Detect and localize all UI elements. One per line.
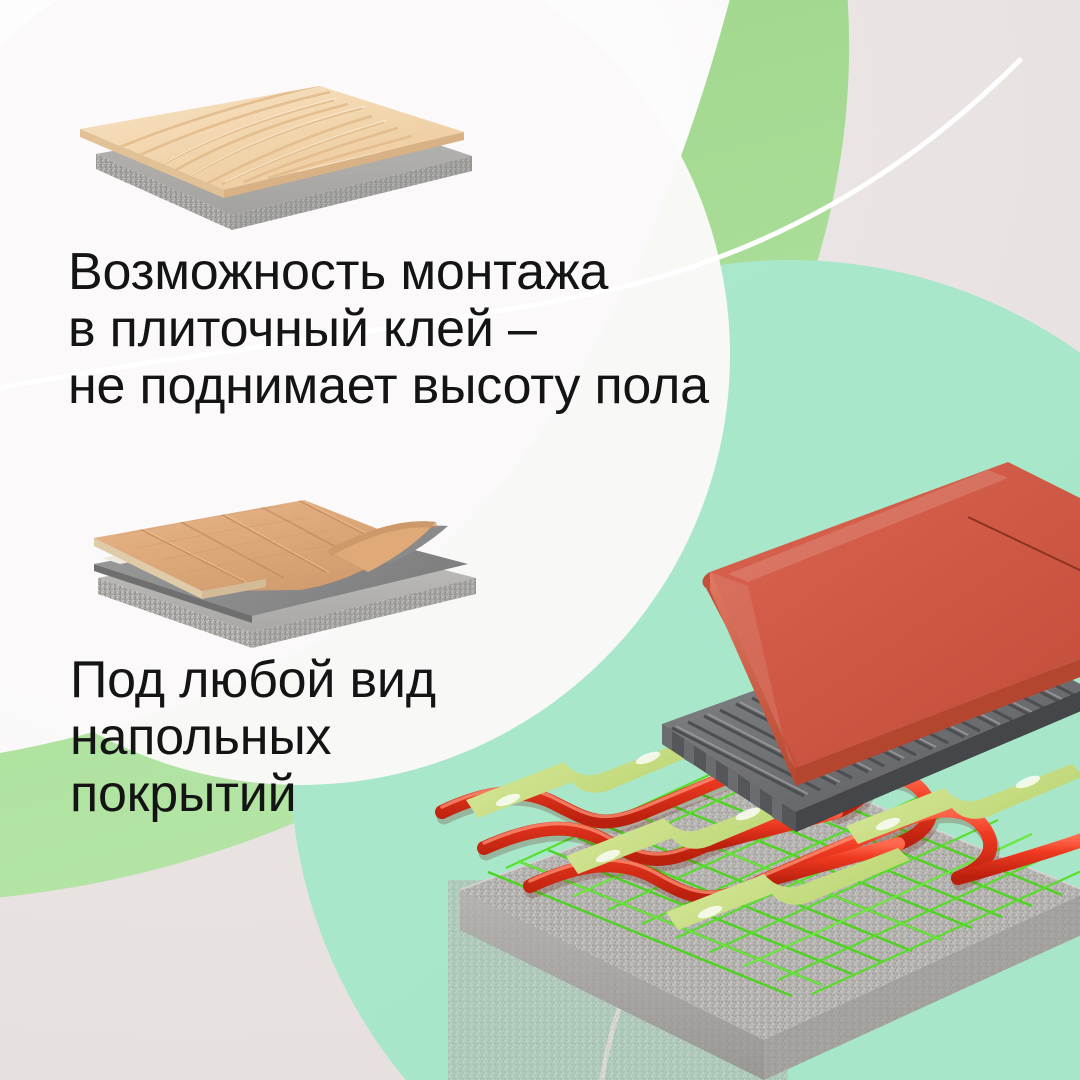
laminate-planks-layer bbox=[94, 500, 438, 599]
white-swoosh-line-upper bbox=[0, 57, 1023, 391]
headline-primary-line-3: не поднимает высоту пола bbox=[68, 357, 709, 415]
headline-secondary-line-1: Под любой вид bbox=[70, 651, 436, 709]
headline-secondary-line-2: напольных bbox=[70, 708, 332, 766]
illustration-heating-floor-assembly bbox=[435, 462, 1080, 1080]
illustration-laminate-floor bbox=[76, 486, 486, 656]
headline-primary-line-1: Возможность монтажа bbox=[68, 243, 609, 301]
headline-secondary-line-3: покрытий bbox=[70, 765, 297, 823]
ceramic-tile-layer bbox=[702, 462, 1080, 786]
illustration-tile-adhesive bbox=[72, 74, 472, 234]
fixing-tape-strips bbox=[466, 736, 1080, 930]
headline-primary-line-2: в плиточный клей – bbox=[68, 300, 537, 358]
headline-primary: Возможность монтажа в плиточный клей – н… bbox=[68, 244, 709, 415]
headline-secondary: Под любой вид напольных покрытий bbox=[70, 652, 436, 823]
tile-adhesive-layer bbox=[80, 86, 464, 198]
